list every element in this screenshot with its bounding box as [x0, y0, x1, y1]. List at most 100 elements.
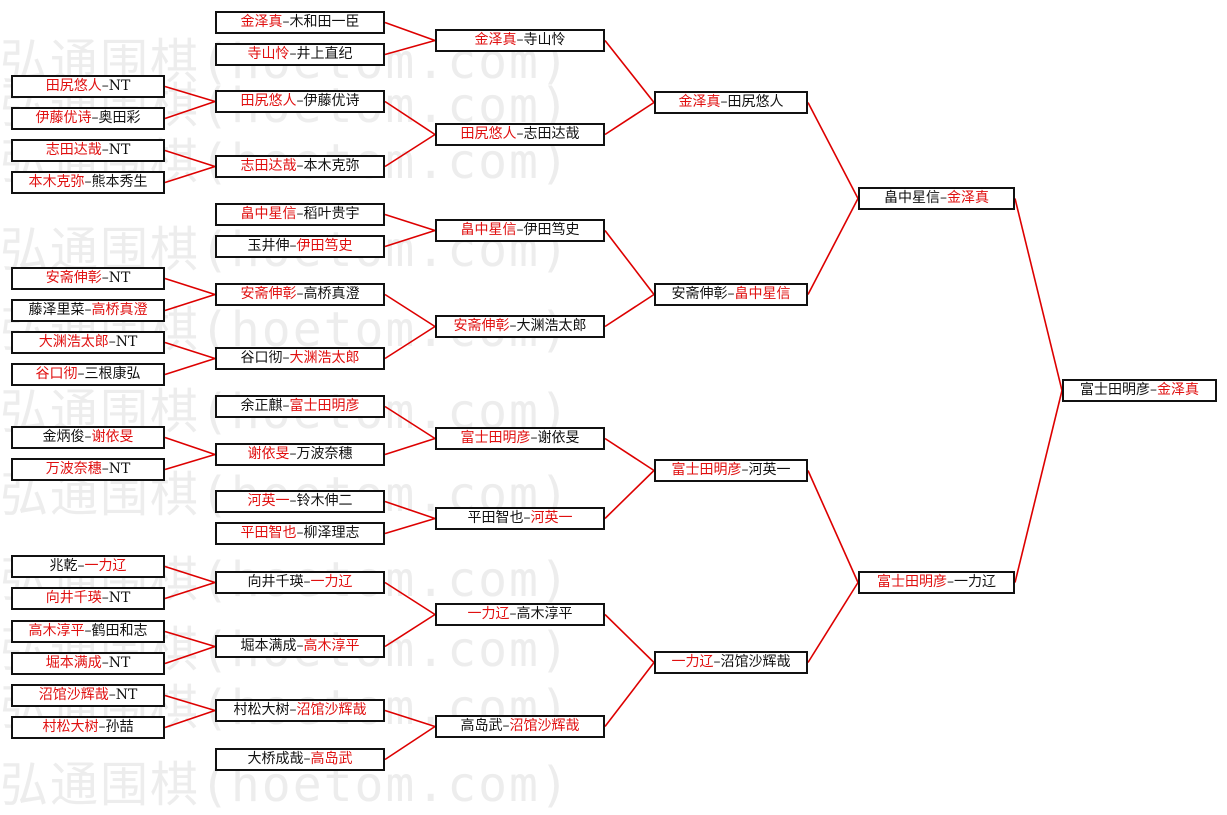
bracket-line: [604, 230, 655, 295]
separator-dash: –: [84, 302, 92, 318]
player-name: 金泽真: [1157, 382, 1199, 398]
player-name: 富士田明彦: [460, 430, 531, 446]
match-round1: 藤泽里菜–高桥真澄: [11, 299, 165, 322]
player-name: 河英一: [247, 493, 290, 509]
bracket-line: [384, 39, 436, 56]
match-round1: 谷口彻–三根康弘: [11, 363, 165, 386]
player-name: 余正麒: [240, 398, 283, 414]
player-name: 村松大树: [233, 702, 290, 718]
match-round3: 平田智也–河英一: [435, 507, 605, 530]
player-name: 一力辽: [671, 654, 714, 670]
match-round3: 高岛武–沼馆沙辉哉: [435, 715, 605, 738]
separator-dash: –: [741, 462, 749, 478]
player-name: 田尻悠人: [727, 94, 784, 110]
player-name: 木和田一臣: [289, 14, 360, 30]
player-name: 稻叶贵宇: [303, 206, 360, 222]
match-round1: 玉井伸–伊田笃史: [215, 235, 385, 258]
match-round1: 万波奈穗–NT: [11, 458, 165, 481]
player-name: 安斋伸彰: [45, 270, 102, 286]
separator-dash: –: [84, 429, 92, 445]
separator-dash: –: [289, 46, 297, 62]
player-name: 沼馆沙辉哉: [38, 687, 109, 703]
player-name: 谷口彻: [35, 366, 78, 382]
separator-dash: –: [108, 334, 116, 350]
bracket-line: [384, 581, 436, 616]
player-name: 三根康弘: [84, 366, 141, 382]
match-round1: 河英一–铃木伸二: [215, 490, 385, 513]
bracket-line: [604, 662, 655, 727]
separator-dash: –: [101, 142, 109, 158]
bracket-line: [1014, 198, 1063, 391]
match-round1: 向井千瑛–NT: [11, 587, 165, 610]
bracket-line: [384, 100, 436, 136]
separator-dash: –: [101, 461, 109, 477]
match-round2: 向井千瑛–一力辽: [215, 571, 385, 594]
separator-dash: –: [509, 318, 517, 334]
player-name: 金泽真: [678, 94, 721, 110]
bracket-connectors: [164, 21, 1063, 761]
separator-dash: –: [296, 286, 304, 302]
match-round1: 金炳俊–谢依旻: [11, 426, 165, 449]
match-round1: 志田达哉–NT: [11, 139, 165, 162]
player-name: 万波奈穗: [45, 461, 102, 477]
bracket-line: [384, 213, 436, 232]
bracket-line: [164, 100, 216, 120]
bracket-line: [604, 437, 655, 472]
player-name: 万波奈穗: [296, 446, 353, 462]
player-name: 富士田明彦: [671, 462, 742, 478]
bracket-line: [164, 165, 216, 184]
match-round5: 富士田明彦–一力辽: [858, 571, 1015, 594]
match-round1: 伊藤优诗–奥田彩: [11, 107, 165, 130]
match-final: 富士田明彦–金泽真: [1062, 379, 1217, 402]
bracket-line: [807, 102, 859, 199]
player-name: 高桥真澄: [303, 286, 360, 302]
match-round2: 谢依旻–万波奈穗: [215, 443, 385, 466]
separator-dash: –: [727, 286, 735, 302]
player-name: 熊本秀生: [91, 174, 148, 190]
player-name: 畠中星信: [734, 286, 791, 302]
bracket-line: [604, 293, 655, 328]
bracket-line: [384, 405, 436, 440]
separator-dash: –: [296, 158, 304, 174]
match-round3: 畠中星信–伊田笃史: [435, 219, 605, 242]
separator-dash: –: [101, 655, 109, 671]
player-name: 沼馆沙辉哉: [720, 654, 791, 670]
player-name: 河英一: [530, 510, 573, 526]
player-name: NT: [108, 655, 131, 671]
player-name: 高木淳平: [516, 606, 573, 622]
separator-dash: –: [289, 446, 297, 462]
player-name: 安斋伸彰: [671, 286, 728, 302]
player-name: 畠中星信: [884, 190, 940, 206]
separator-dash: –: [296, 206, 304, 222]
player-name: 安斋伸彰: [240, 286, 297, 302]
player-name: NT: [108, 590, 131, 606]
player-name: 高岛武: [460, 718, 503, 734]
separator-dash: –: [523, 510, 531, 526]
separator-dash: –: [296, 525, 304, 541]
separator-dash: –: [502, 718, 510, 734]
bracket-line: [807, 470, 859, 583]
player-name: NT: [108, 142, 131, 158]
match-round1: 金泽真–木和田一臣: [215, 11, 385, 34]
bracket-line: [164, 341, 216, 360]
player-name: NT: [108, 461, 131, 477]
match-round2: 田尻悠人–伊藤优诗: [215, 90, 385, 113]
match-round2: 村松大树–沼馆沙辉哉: [215, 699, 385, 722]
separator-dash: –: [289, 238, 297, 254]
separator-dash: –: [296, 93, 304, 109]
player-name: 柳泽理志: [303, 525, 360, 541]
player-name: 本木克弥: [28, 174, 85, 190]
player-name: 大渊浩太郎: [289, 350, 360, 366]
player-name: 伊田笃史: [523, 222, 580, 238]
match-round1: 高木淳平–鹤田和志: [11, 620, 165, 643]
player-name: 向井千瑛: [45, 590, 102, 606]
match-round5: 畠中星信–金泽真: [858, 187, 1015, 210]
separator-dash: –: [516, 222, 524, 238]
bracket-line: [384, 293, 436, 328]
player-name: 寺山怜: [523, 32, 566, 48]
player-name: 向井千瑛: [247, 574, 304, 590]
player-name: 金泽真: [240, 14, 283, 30]
player-name: 高岛武: [310, 751, 353, 767]
player-name: 大渊浩太郎: [516, 318, 587, 334]
player-name: 沼馆沙辉哉: [509, 718, 580, 734]
